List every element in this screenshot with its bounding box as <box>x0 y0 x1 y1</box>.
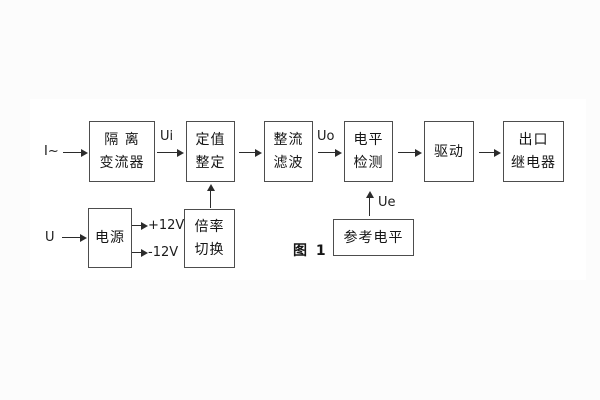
block-reference-label: 参考电平 <box>343 229 404 246</box>
arrow-head <box>141 248 148 257</box>
arrow-head <box>206 184 215 191</box>
arrow-shaft <box>239 151 255 154</box>
signal-ue-label: Ue <box>378 195 396 210</box>
arrow-shaft <box>398 151 415 154</box>
arrow-right-icon-isolation-to-setpoint <box>157 148 184 157</box>
arrow-head <box>415 148 422 157</box>
arrow-shaft <box>368 198 371 216</box>
arrow-shaft <box>132 224 141 227</box>
arrow-head <box>335 148 342 157</box>
arrow-up-icon-reference-to-level <box>365 191 374 216</box>
arrow-head <box>81 148 88 157</box>
arrow-head <box>365 191 374 198</box>
block-reference-level: 参考电平 <box>333 219 414 256</box>
arrow-right-icon-input-to-isolation <box>63 148 88 157</box>
figure-caption: 图 1 <box>293 243 328 259</box>
block-setpoint-line1: 定值 <box>195 132 226 148</box>
signal-uo-label: Uo <box>317 129 335 144</box>
block-power-supply: 电源 <box>88 208 132 268</box>
arrow-head <box>494 148 501 157</box>
block-level-line2: 检测 <box>353 155 384 171</box>
arrow-right-icon-setpoint-to-rectifier <box>239 148 262 157</box>
rail-plus12-label: +12V <box>148 218 185 233</box>
arrow-right-icon-power-plus12 <box>132 221 148 230</box>
input-current-label: I~ <box>44 144 59 159</box>
arrow-head <box>255 148 262 157</box>
block-ratio-line2: 切换 <box>194 242 225 258</box>
block-drive-label: 驱动 <box>434 143 464 160</box>
arrow-right-icon-level-to-drive <box>398 148 422 157</box>
arrow-shaft <box>318 151 335 154</box>
block-isolation-transformer: 隔 离 变流器 <box>89 121 155 182</box>
block-ratio-switch: 倍率 切换 <box>184 209 235 268</box>
block-relay-line1: 出口 <box>518 132 549 148</box>
arrow-up-icon-ratio-to-setpoint <box>206 184 215 208</box>
arrow-shaft <box>209 191 212 208</box>
arrow-shaft <box>132 251 141 254</box>
block-level-detect: 电平 检测 <box>344 121 393 182</box>
signal-ui-label: Ui <box>160 129 174 144</box>
arrow-shaft <box>479 151 494 154</box>
arrow-right-icon-power-minus12 <box>132 248 148 257</box>
block-output-relay: 出口 继电器 <box>503 121 564 182</box>
block-isolation-line2: 变流器 <box>99 155 145 171</box>
arrow-shaft <box>63 151 81 154</box>
arrow-right-icon-input-to-power <box>62 233 87 242</box>
block-rectifier-filter: 整流 滤波 <box>264 121 313 182</box>
arrow-head <box>80 233 87 242</box>
block-level-line1: 电平 <box>353 132 384 148</box>
rail-minus12-label: -12V <box>148 245 179 260</box>
arrow-shaft <box>62 236 80 239</box>
block-isolation-line1: 隔 离 <box>104 132 140 148</box>
input-voltage-label: U <box>45 230 55 245</box>
block-drive: 驱动 <box>424 121 474 182</box>
block-ratio-line1: 倍率 <box>194 219 225 235</box>
arrow-shaft <box>157 151 177 154</box>
arrow-right-icon-drive-to-relay <box>479 148 501 157</box>
block-power-label: 电源 <box>95 230 125 246</box>
block-setpoint-adjust: 定值 整定 <box>186 121 235 182</box>
block-rectifier-line2: 滤波 <box>273 155 304 171</box>
block-relay-line2: 继电器 <box>511 155 556 171</box>
arrow-head <box>177 148 184 157</box>
block-rectifier-line1: 整流 <box>273 132 304 148</box>
block-setpoint-line2: 整定 <box>195 155 226 171</box>
arrow-right-icon-rectifier-to-level <box>318 148 342 157</box>
arrow-head <box>141 221 148 230</box>
